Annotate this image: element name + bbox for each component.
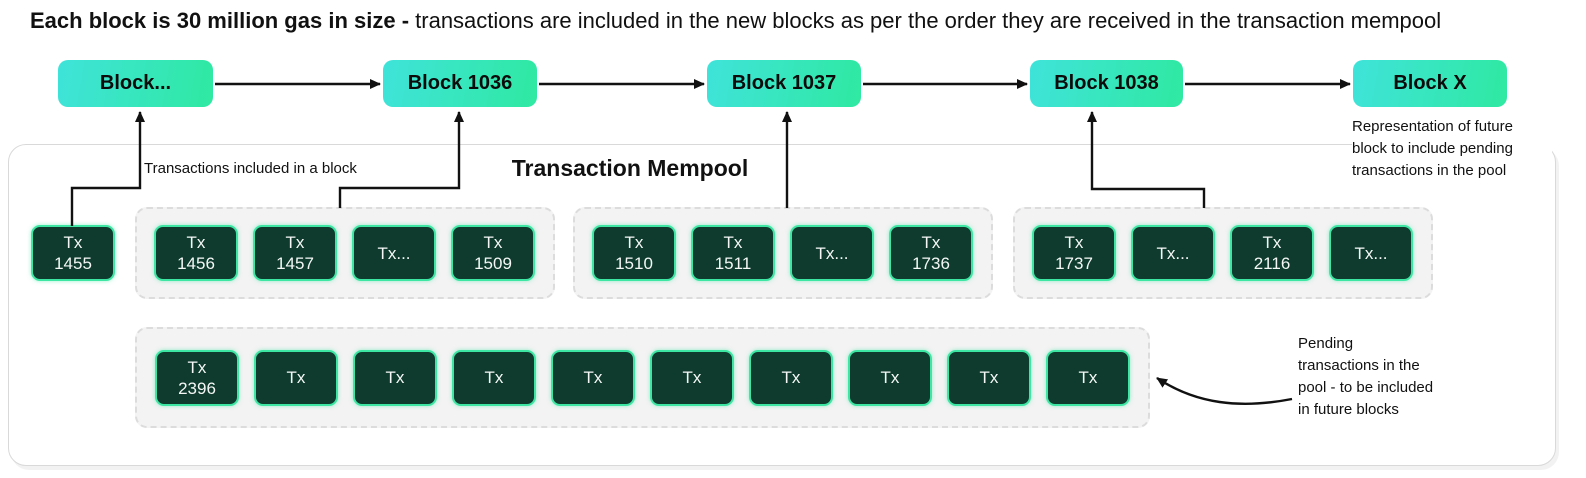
tx-line1: Tx bbox=[781, 368, 801, 387]
tx-box: Tx bbox=[551, 349, 635, 406]
tx-box: Tx 2116 bbox=[1230, 225, 1314, 281]
tx-box: Tx bbox=[353, 349, 437, 406]
tx-box: Tx 1509 bbox=[451, 225, 535, 281]
tx-line1: Tx... bbox=[1156, 243, 1190, 263]
block-node-prev: Block... bbox=[58, 60, 213, 107]
tx-box: Tx 1511 bbox=[691, 225, 775, 281]
tx-box: Tx 1510 bbox=[592, 225, 676, 281]
tx-box: Tx 1457 bbox=[253, 225, 337, 281]
tx-box-1455: Tx 1455 bbox=[31, 225, 115, 281]
tx-box: Tx bbox=[650, 349, 734, 406]
tx-box: Tx... bbox=[1131, 225, 1215, 281]
tx-box: Tx... bbox=[352, 225, 436, 281]
tx-line1: Tx bbox=[1078, 368, 1098, 387]
tx-box: Tx bbox=[1046, 349, 1130, 406]
page-title-bold: Each block is 30 million gas in size - bbox=[30, 8, 416, 33]
tx-line1: Tx bbox=[880, 368, 900, 387]
tx-box: Tx bbox=[254, 349, 338, 406]
block-label: Block 1036 bbox=[407, 72, 513, 94]
tx-line2: 1456 bbox=[177, 254, 215, 273]
tx-line1: Tx bbox=[484, 368, 504, 387]
tx-line1: Tx... bbox=[815, 243, 849, 263]
tx-line1: Tx... bbox=[377, 243, 411, 263]
tx-line2: 2396 bbox=[178, 378, 216, 398]
tx-line1: Tx bbox=[624, 233, 644, 252]
tx-box: Tx bbox=[452, 349, 536, 406]
tx-line2: 1455 bbox=[54, 254, 92, 273]
tx-line1: Tx bbox=[63, 233, 83, 252]
tx-box: Tx bbox=[947, 349, 1031, 406]
mempool-title: Transaction Mempool bbox=[511, 155, 749, 181]
tx-line1: Tx... bbox=[1354, 243, 1388, 263]
tx-box: Tx 1737 bbox=[1032, 225, 1116, 281]
tx-line1: Tx bbox=[285, 233, 305, 252]
tx-box: Tx 1736 bbox=[889, 225, 973, 281]
tx-group-2: Tx 1510 Tx 1511 Tx... Tx 1736 bbox=[573, 207, 993, 299]
tx-group-3: Tx 1737 Tx... Tx 2116 Tx... bbox=[1013, 207, 1433, 299]
tx-line1: Tx bbox=[286, 368, 306, 387]
tx-line1: Tx bbox=[583, 368, 603, 387]
tx-line2: 1737 bbox=[1055, 254, 1093, 273]
block-node-1036: Block 1036 bbox=[383, 60, 537, 107]
tx-line2: 1510 bbox=[615, 254, 653, 273]
tx-line1: Tx bbox=[921, 233, 941, 252]
tx-line1: Tx bbox=[385, 368, 405, 387]
tx-line1: Tx bbox=[682, 368, 702, 387]
tx-line1: Tx bbox=[187, 357, 207, 377]
tx-line1: Tx bbox=[1262, 233, 1282, 252]
tx-line2: 2116 bbox=[1253, 254, 1291, 273]
tx-line1: Tx bbox=[483, 233, 503, 252]
block-label: Block X bbox=[1393, 72, 1467, 94]
tx-group-1: Tx 1456 Tx 1457 Tx... Tx 1509 bbox=[135, 207, 555, 299]
tx-line1: Tx bbox=[1064, 233, 1084, 252]
tx-line2: 1736 bbox=[912, 254, 950, 273]
block-node-future: Block X bbox=[1353, 60, 1507, 107]
block-label: Block 1038 bbox=[1054, 72, 1159, 94]
included-in-block-label: Transactions included in a block bbox=[144, 160, 357, 177]
tx-line2: 1457 bbox=[276, 254, 314, 273]
tx-line1: Tx bbox=[186, 233, 206, 252]
tx-line1: Tx bbox=[723, 233, 743, 252]
tx-box: Tx 1456 bbox=[154, 225, 238, 281]
tx-line2: 1509 bbox=[474, 254, 512, 273]
pending-annotation: Pending transactions in the pool - to be… bbox=[1298, 335, 1434, 418]
block-label: Block... bbox=[99, 72, 172, 94]
tx-box: Tx... bbox=[1329, 225, 1413, 281]
page-title-rest: transactions are included in the new blo… bbox=[415, 8, 1442, 33]
tx-line1: Tx bbox=[979, 368, 999, 387]
tx-box: Tx bbox=[848, 349, 932, 406]
tx-box: Tx bbox=[749, 349, 833, 406]
block-label: Block 1037 bbox=[731, 72, 837, 94]
future-block-annotation: Representation of future block to includ… bbox=[1352, 116, 1552, 182]
block-node-1038: Block 1038 bbox=[1030, 60, 1183, 107]
tx-line2: 1511 bbox=[714, 254, 752, 273]
page-title: Each block is 30 million gas in size - t… bbox=[30, 8, 1441, 34]
tx-box: Tx... bbox=[790, 225, 874, 281]
block-node-1037: Block 1037 bbox=[707, 60, 861, 107]
